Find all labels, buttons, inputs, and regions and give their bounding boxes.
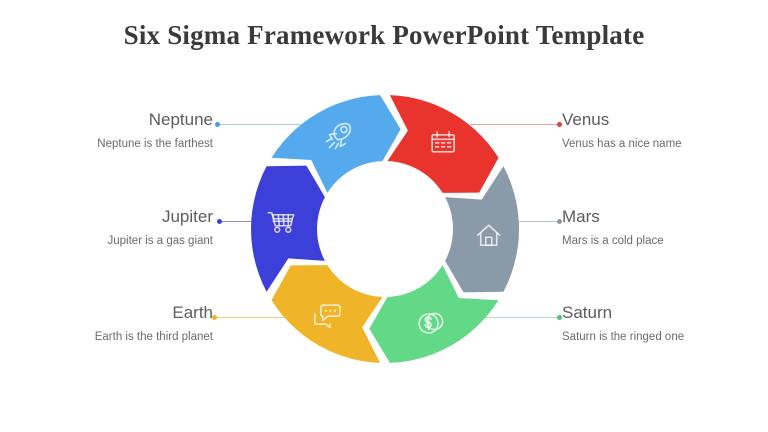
wheel-segment-mars[interactable] xyxy=(445,166,519,293)
connector-dot-neptune xyxy=(215,122,220,127)
connector-mars xyxy=(496,219,562,224)
connector-earth xyxy=(212,315,308,320)
page-title: Six Sigma Framework PowerPoint Template xyxy=(123,20,645,50)
label-jupiter-description: Jupiter is a gas giant xyxy=(107,235,213,247)
calendar-icon xyxy=(431,130,455,153)
rocket-icon xyxy=(325,122,352,150)
label-mars[interactable]: Mars Mars is a cold place xyxy=(562,207,768,249)
wheel-hub xyxy=(323,167,447,291)
connector-dot-mars xyxy=(557,219,562,224)
label-neptune-description: Neptune is the farthest xyxy=(97,138,213,150)
home-icon xyxy=(476,224,501,247)
wheel-segment-neptune[interactable] xyxy=(271,95,401,193)
label-venus[interactable]: Venus Venus has a nice name xyxy=(562,110,768,152)
wheel-segment-venus[interactable] xyxy=(387,95,499,193)
shopping-cart-icon xyxy=(267,211,295,233)
label-mars-description: Mars is a cold place xyxy=(562,235,664,247)
money-coins-icon xyxy=(418,312,444,334)
label-jupiter-title: Jupiter xyxy=(161,207,213,226)
connector-dot-saturn xyxy=(557,315,562,320)
label-saturn[interactable]: Saturn Saturn is the ringed one xyxy=(562,303,768,345)
label-saturn-description: Saturn is the ringed one xyxy=(562,331,685,343)
label-saturn-title: Saturn xyxy=(562,303,613,322)
label-neptune[interactable]: Neptune Neptune is the farthest xyxy=(0,110,213,152)
chat-bubbles-icon xyxy=(314,304,341,329)
connector-dot-venus xyxy=(557,122,562,127)
label-neptune-title: Neptune xyxy=(148,110,213,129)
label-earth-title: Earth xyxy=(172,303,213,322)
label-earth[interactable]: Earth Earth is the third planet xyxy=(0,303,213,345)
label-venus-description: Venus has a nice name xyxy=(562,138,682,150)
label-jupiter[interactable]: Jupiter Jupiter is a gas giant xyxy=(0,207,213,249)
wheel-segment-jupiter[interactable] xyxy=(251,165,325,292)
label-earth-description: Earth is the third planet xyxy=(94,331,213,343)
connector-saturn xyxy=(466,315,562,320)
cycle-wheel xyxy=(251,95,519,363)
wheel-segment-earth[interactable] xyxy=(271,265,383,363)
label-mars-title: Mars xyxy=(562,207,600,226)
connector-dot-jupiter xyxy=(217,219,222,224)
label-venus-title: Venus xyxy=(562,110,610,129)
connector-venus xyxy=(470,122,562,127)
connector-dot-earth xyxy=(212,315,217,320)
connector-neptune xyxy=(215,122,305,127)
